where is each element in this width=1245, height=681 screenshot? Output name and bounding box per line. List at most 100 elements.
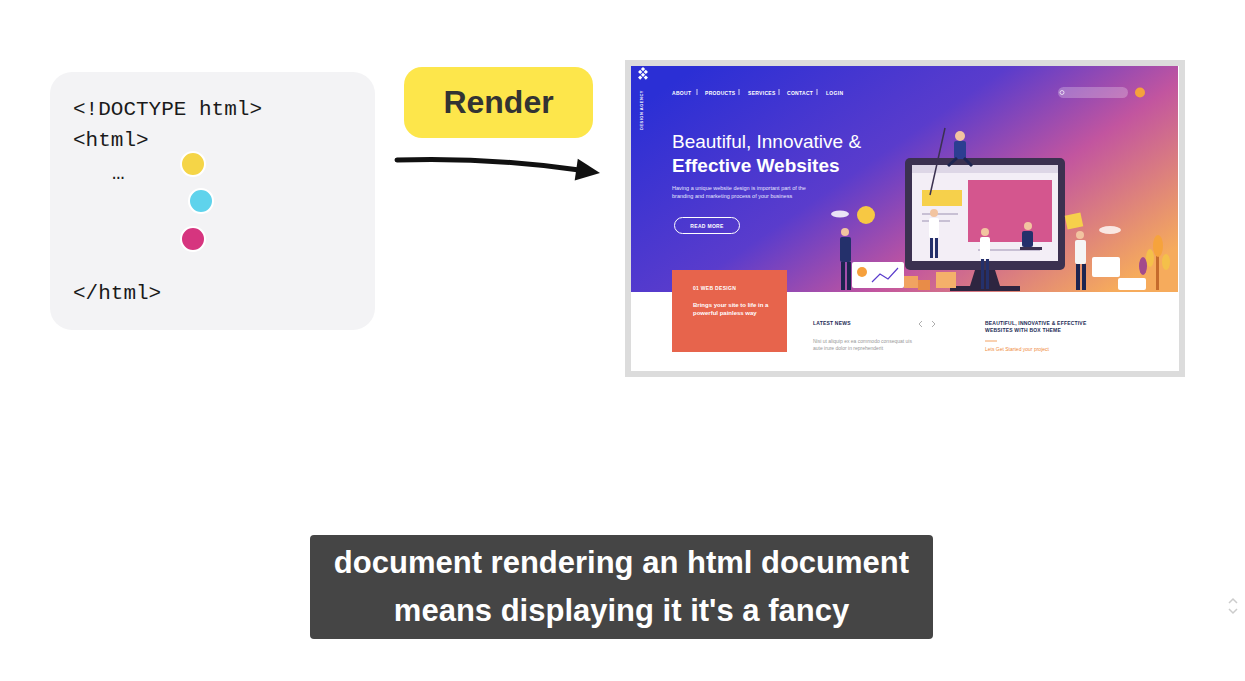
info-card <box>1092 257 1120 277</box>
news-heading: LATEST NEWS <box>813 320 851 326</box>
chart-card <box>852 262 904 288</box>
note-card <box>1065 212 1084 229</box>
search-icon <box>1060 91 1064 95</box>
person-leg <box>1082 264 1086 290</box>
heading-dash <box>985 341 997 342</box>
nav-separator <box>817 89 818 95</box>
person-leg <box>841 262 845 290</box>
plant-stem <box>1156 255 1159 290</box>
cloud <box>1099 226 1121 234</box>
scroll-chevron <box>1229 599 1237 603</box>
person-body <box>929 218 939 238</box>
line-chart <box>872 268 898 282</box>
color-dot <box>180 151 206 177</box>
person-leg <box>935 238 938 258</box>
hero-background <box>631 66 1178 292</box>
screen-card <box>922 190 962 206</box>
box <box>918 280 930 290</box>
code-ellipsis: … <box>112 162 125 185</box>
code-line: </html> <box>73 282 161 305</box>
person-body <box>980 237 990 259</box>
nav-item: CONTACT <box>787 90 813 96</box>
box <box>904 276 918 288</box>
connector-line <box>397 159 579 170</box>
person-leg <box>847 262 851 290</box>
button-label: READ MORE <box>675 218 739 233</box>
feature-text: Brings your site to life in a powerful p… <box>693 301 769 317</box>
nav-item: ABOUT <box>672 90 691 96</box>
person-head <box>981 228 989 236</box>
screen-panel <box>968 180 1052 242</box>
code-line: <!DOCTYPE html> <box>73 98 262 121</box>
logo-square <box>644 75 648 79</box>
person-leg <box>964 158 972 166</box>
logo-mark <box>635 67 651 83</box>
person-head <box>930 209 938 217</box>
person-head <box>1076 231 1084 239</box>
color-dot <box>180 226 206 252</box>
person-leg <box>1076 264 1080 290</box>
nav-item: PRODUCTS <box>705 90 735 96</box>
code-box: <!DOCTYPE html> <html> … </html> <box>50 72 375 330</box>
monitor-frame <box>905 158 1065 270</box>
cta-link: Lets Get Started your project <box>985 346 1049 352</box>
person-body <box>1075 240 1086 264</box>
person-head <box>1024 222 1032 230</box>
info-card <box>1118 278 1146 290</box>
person-body <box>840 237 851 262</box>
hero-title: Beautiful, Innovative & <box>672 131 861 153</box>
feature-number: 01 WEB DESIGN <box>693 285 736 291</box>
scroll-chevron <box>1229 609 1237 613</box>
monitor-stand <box>970 270 1000 286</box>
logo-square <box>644 70 648 74</box>
nav-separator <box>779 89 780 95</box>
hero-paragraph: Having a unique website design is import… <box>672 184 824 200</box>
person-leg <box>986 259 989 289</box>
news-body: Nisi ut aliquip ex ea commodo consequat … <box>813 338 913 352</box>
logo-square <box>638 75 642 79</box>
nav-item: SERVICES <box>748 90 776 96</box>
hero-title: Effective Websites <box>672 155 840 177</box>
plant-leaf <box>1153 235 1163 257</box>
sun <box>857 206 875 224</box>
pie-chart <box>857 267 867 277</box>
person-leg <box>930 238 933 258</box>
monitor-base <box>950 286 1020 291</box>
website-screenshot: DESIGN AGENCY ABOUT PRODUCTS SERVICES CONTAC… <box>625 60 1185 377</box>
edge-label: Render <box>404 67 593 138</box>
desk <box>1020 247 1042 250</box>
nav-separator <box>739 89 740 95</box>
nav-item: LOGIN <box>826 90 843 96</box>
pointer-stick <box>930 128 945 195</box>
nav-separator <box>697 89 698 95</box>
cloud <box>831 211 849 218</box>
plant-leaf <box>1139 257 1147 275</box>
next-chevron <box>932 321 935 327</box>
color-dot <box>188 188 214 214</box>
logo-square <box>641 73 645 77</box>
code-line: <html> <box>73 129 149 152</box>
brand-vertical: DESIGN AGENCY <box>639 90 644 130</box>
feature-box: 01 WEB DESIGN Brings your site to life in… <box>672 270 787 352</box>
logo-square <box>641 67 645 71</box>
box <box>936 272 956 288</box>
prev-chevron <box>919 321 922 327</box>
plant-leaf <box>1146 249 1154 267</box>
plant-leaf <box>1162 254 1170 270</box>
person-body <box>1022 231 1033 247</box>
connector <box>397 159 600 181</box>
screen-bar <box>912 165 1058 173</box>
person-body <box>954 141 966 159</box>
search-box <box>1058 87 1128 98</box>
logo-square <box>638 70 642 74</box>
person-head <box>955 131 965 141</box>
screen-line <box>922 213 958 215</box>
caption: document rendering an html document mean… <box>310 535 933 639</box>
read-more-button: READ MORE <box>674 217 740 234</box>
menu-button <box>1135 88 1145 98</box>
person-leg <box>981 259 984 289</box>
nav-separators <box>697 89 817 95</box>
theme-heading: BEAUTIFUL, INNOVATIVE & EFFECTIVE WEBSIT… <box>985 320 1103 334</box>
person-head <box>841 228 849 236</box>
